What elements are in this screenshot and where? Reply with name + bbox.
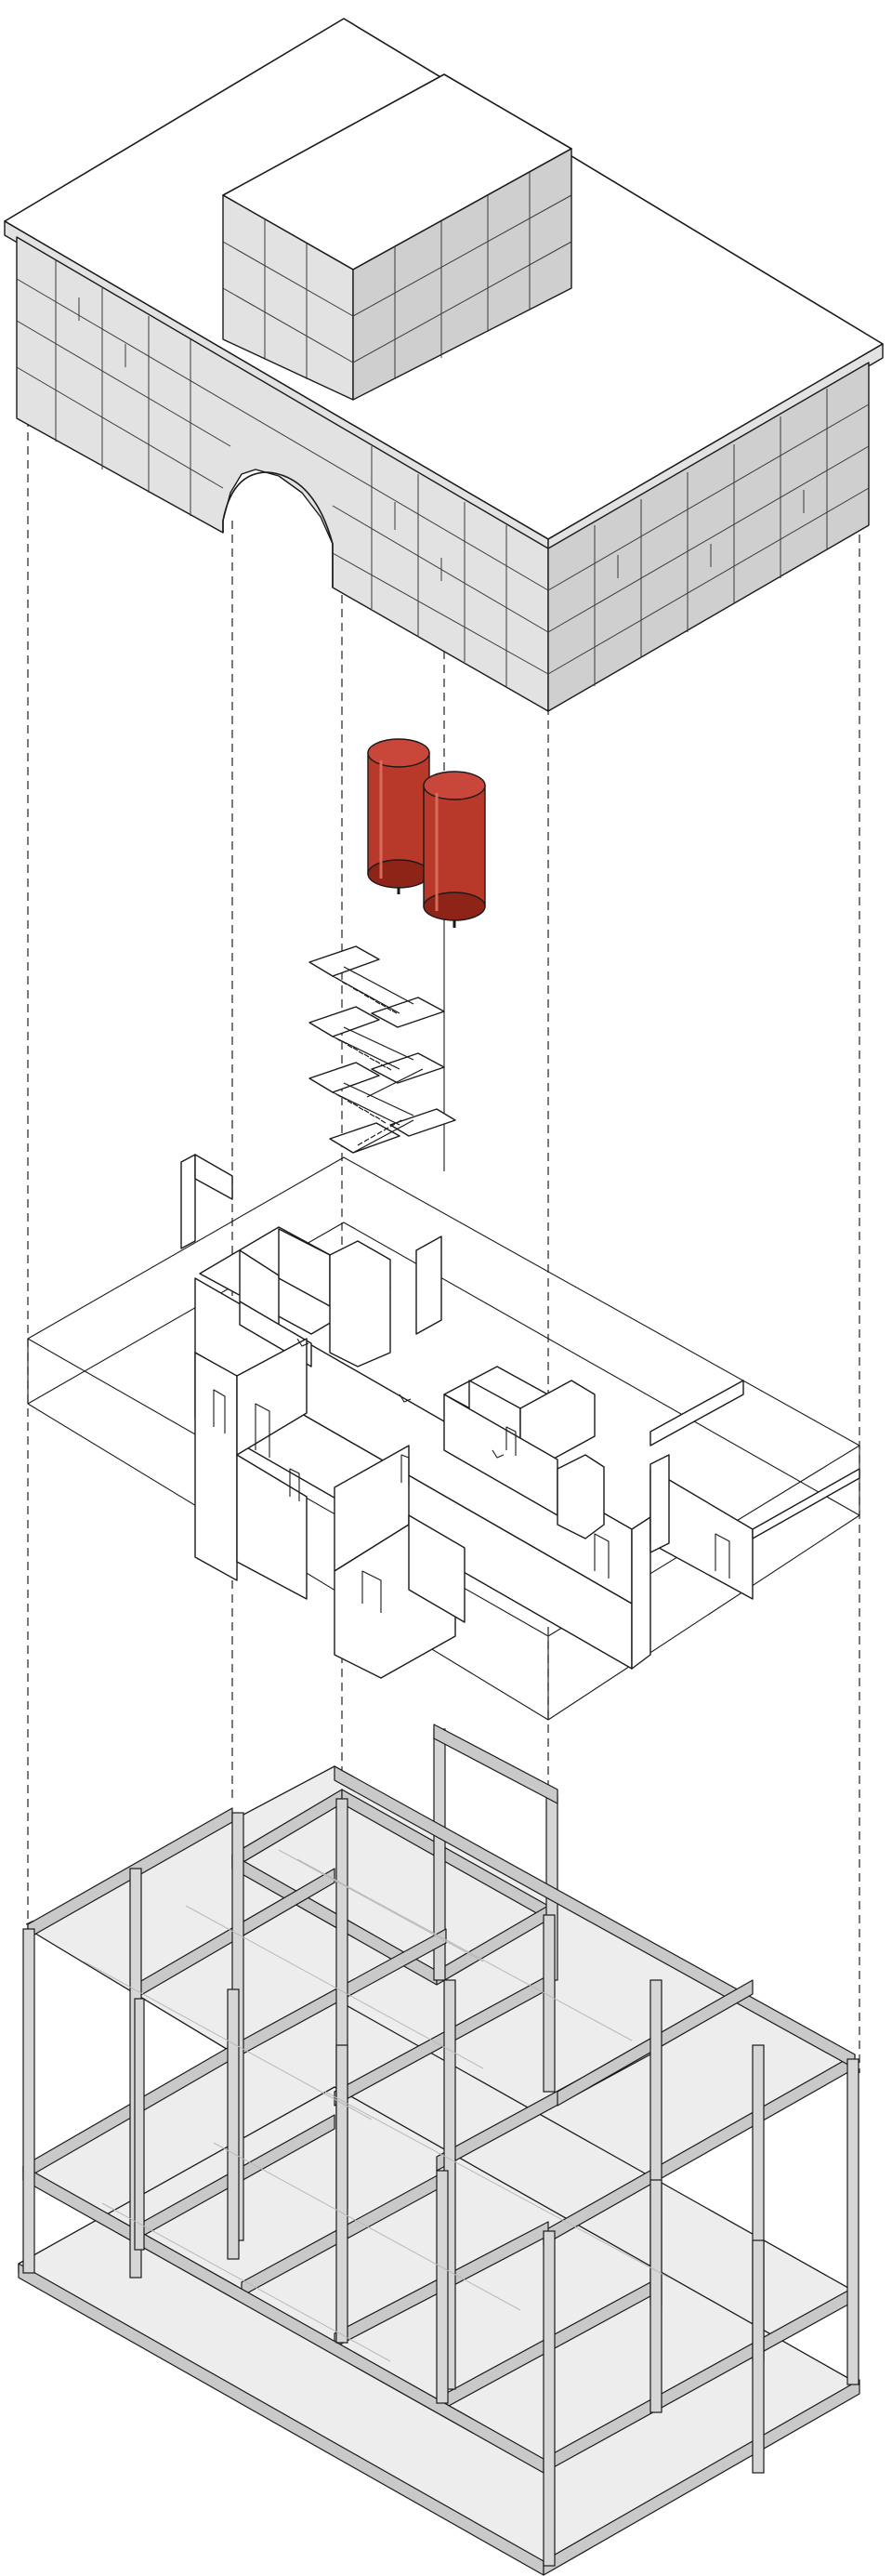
stair-landing [308,945,456,1154]
stone-envelope [4,18,884,712]
stair-core [308,945,456,1154]
roof-penthouse-right [352,148,572,401]
arch-opening [222,471,334,588]
tank-right [423,771,486,928]
stair-flights [332,966,424,1154]
water-tanks [367,738,486,928]
tank-left [367,738,430,894]
frame-columns [22,1798,859,2567]
structural-frame [18,1724,860,2576]
door-openings [213,1389,730,1613]
envelope-right-facade [547,362,870,712]
interior-partitions [27,1154,860,1721]
